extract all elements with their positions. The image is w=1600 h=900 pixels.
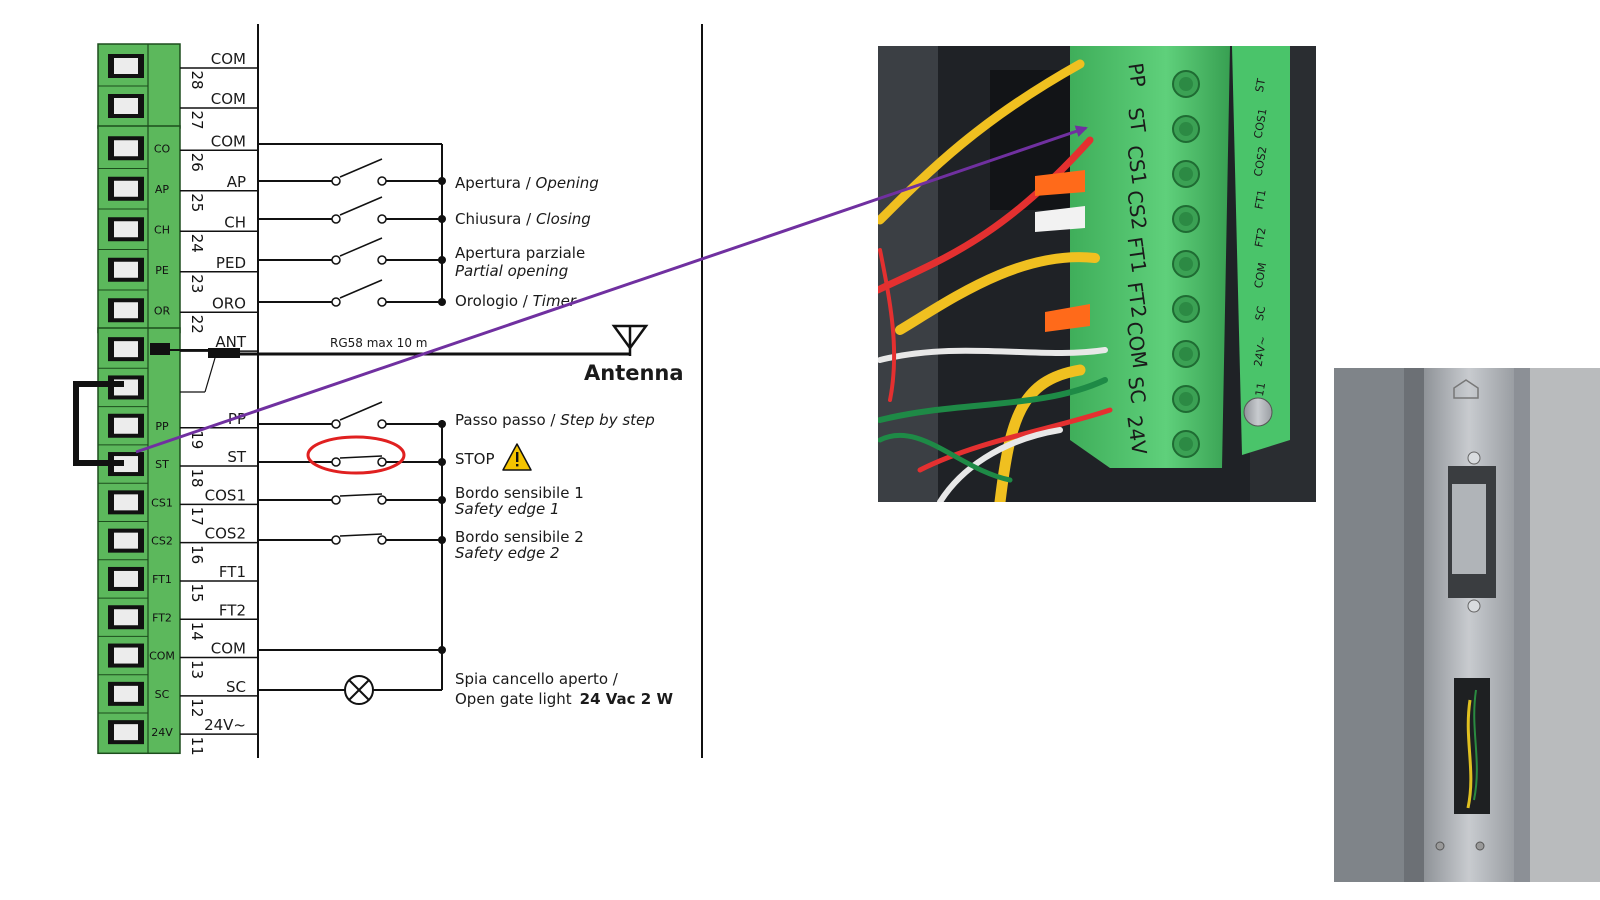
safety-edge-1-label-it: Bordo sensibile 1 bbox=[455, 484, 584, 502]
partial-opening-label-it: Apertura parziale bbox=[455, 244, 585, 262]
terminal-label: ANT bbox=[215, 333, 246, 351]
terminal-number: 22 bbox=[188, 315, 206, 334]
terminal-number: 23 bbox=[188, 274, 206, 293]
terminal-number: 12 bbox=[188, 698, 206, 717]
partial-opening-label-en: Partial opening bbox=[455, 262, 568, 280]
terminal-label: COS1 bbox=[205, 486, 246, 504]
plug-label: ST bbox=[1123, 106, 1150, 135]
antenna-label: Antenna bbox=[584, 361, 684, 385]
terminal-code: CH bbox=[154, 223, 170, 236]
board-label: COS2 bbox=[1252, 145, 1270, 177]
plug-label: FT1 bbox=[1123, 235, 1152, 274]
board-label: SC bbox=[1253, 305, 1268, 322]
terminal-code: 24V bbox=[151, 726, 173, 739]
terminal-label: COS2 bbox=[205, 525, 246, 543]
board-label: FT1 bbox=[1252, 188, 1268, 210]
plug-label: CS1 bbox=[1122, 144, 1151, 186]
terminal-label: COM bbox=[211, 90, 246, 108]
ant-coax-plug bbox=[208, 348, 240, 358]
terminal-label: PED bbox=[216, 254, 246, 272]
terminal-code: CO bbox=[154, 142, 171, 155]
terminal-code: COM bbox=[149, 650, 175, 663]
terminal-code: CS1 bbox=[151, 496, 173, 509]
warning-icon bbox=[502, 443, 532, 471]
jumper-wire bbox=[73, 381, 124, 466]
board-label: ST bbox=[1253, 77, 1268, 93]
terminal-code: FT1 bbox=[152, 573, 172, 586]
terminal-number: 14 bbox=[188, 622, 206, 641]
terminal-number: 16 bbox=[188, 545, 206, 564]
safety-edge-1-label-en: Safety edge 1 bbox=[455, 500, 560, 518]
gate-light-label-it: Spia cancello aperto / bbox=[455, 670, 619, 688]
plug-label: FT2 bbox=[1123, 280, 1152, 319]
terminal-number: 24 bbox=[188, 234, 206, 253]
terminal-number: 13 bbox=[188, 660, 206, 679]
gate-lock-photo bbox=[1334, 368, 1600, 882]
terminal-label: 24V~ bbox=[204, 716, 246, 734]
terminal-number: 15 bbox=[188, 583, 206, 602]
lock-cable-slot bbox=[1454, 678, 1490, 814]
ant-connector bbox=[150, 343, 170, 355]
terminal-code: OR bbox=[154, 304, 171, 317]
terminal-blocks bbox=[97, 43, 181, 755]
plug-label: SC bbox=[1123, 375, 1150, 405]
board-label: COM bbox=[1252, 262, 1269, 290]
terminal-label: COM bbox=[211, 132, 246, 150]
safety-switches bbox=[258, 401, 446, 691]
terminal-label: FT2 bbox=[219, 601, 246, 619]
terminal-label: ST bbox=[227, 448, 247, 466]
opening-label: Apertura / Opening bbox=[455, 174, 599, 192]
terminal-code: PE bbox=[155, 264, 169, 277]
terminal-labels: 28COM27COMCO26COMAP25APCH24CHPE23PEDOR22… bbox=[149, 50, 258, 756]
plug-label: PP bbox=[1123, 61, 1150, 88]
function-descriptions: Apertura / Opening Chiusura / Closing Ap… bbox=[455, 174, 673, 708]
terminal-number: 27 bbox=[188, 110, 206, 129]
board-label: 24V~ bbox=[1251, 335, 1269, 368]
plug-label: 24V bbox=[1122, 414, 1151, 456]
terminal-label: SC bbox=[226, 678, 246, 696]
terminal-code: FT2 bbox=[152, 611, 172, 624]
terminal-number: 28 bbox=[188, 70, 206, 89]
terminal-number: 11 bbox=[188, 737, 206, 756]
terminal-number: 19 bbox=[188, 430, 206, 449]
terminal-label: CH bbox=[224, 213, 246, 231]
safety-edge-2-label-it: Bordo sensibile 2 bbox=[455, 528, 584, 546]
terminal-number: 25 bbox=[188, 193, 206, 212]
board-label: COS1 bbox=[1252, 107, 1270, 139]
terminal-screws bbox=[1172, 70, 1200, 458]
input-switches bbox=[258, 158, 446, 307]
terminal-code: CS2 bbox=[151, 535, 173, 548]
cable-label: RG58 max 10 m bbox=[330, 336, 427, 350]
terminal-code: AP bbox=[155, 183, 170, 196]
terminal-label: AP bbox=[227, 173, 246, 191]
plug-label: CS2 bbox=[1122, 189, 1151, 231]
terminal-label: FT1 bbox=[219, 563, 246, 581]
terminal-number: 26 bbox=[188, 153, 206, 172]
terminal-label: ORO bbox=[212, 294, 246, 312]
stop-highlight-circle bbox=[306, 435, 406, 475]
board-label: 11 bbox=[1253, 381, 1268, 397]
terminal-label: COM bbox=[211, 50, 246, 68]
closing-label: Chiusura / Closing bbox=[455, 210, 591, 228]
stop-label: STOP bbox=[455, 450, 495, 468]
step-by-step-label: Passo passo / Step by step bbox=[455, 411, 655, 429]
safety-edge-2-label-en: Safety edge 2 bbox=[455, 544, 560, 562]
connection-arrow bbox=[135, 125, 1088, 454]
board-label: FT2 bbox=[1252, 226, 1268, 248]
wiring-diagram: 28COM27COMCO26COMAP25APCH24CHPE23PEDOR22… bbox=[73, 24, 703, 758]
terminal-number: 17 bbox=[188, 507, 206, 526]
terminal-code: SC bbox=[155, 688, 170, 701]
terminal-number: 18 bbox=[188, 469, 206, 488]
terminal-code: PP bbox=[155, 420, 169, 433]
terminal-code: ST bbox=[155, 458, 169, 471]
terminal-label: COM bbox=[211, 640, 246, 658]
